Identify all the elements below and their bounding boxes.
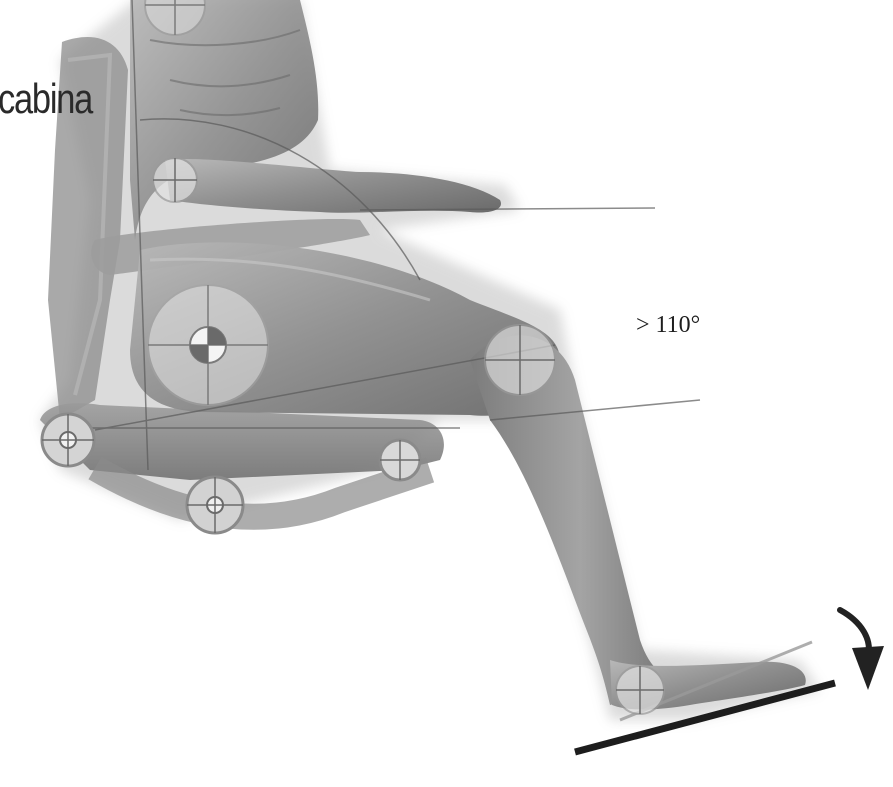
crosshair-circle-icon <box>153 158 197 202</box>
diagram-caption: cabina <box>0 78 92 120</box>
crosshair-circle-icon <box>42 414 94 466</box>
knee-angle-label: > 110° <box>636 313 700 337</box>
crosshair-circle-icon <box>148 285 268 405</box>
crosshair-circle-icon <box>187 477 243 533</box>
forearm <box>165 159 501 213</box>
crosshair-circle-icon <box>616 666 664 714</box>
crosshair-circle-icon <box>380 440 420 480</box>
curved-arrow-down-icon <box>840 610 884 690</box>
crosshair-circle-icon <box>485 325 555 395</box>
